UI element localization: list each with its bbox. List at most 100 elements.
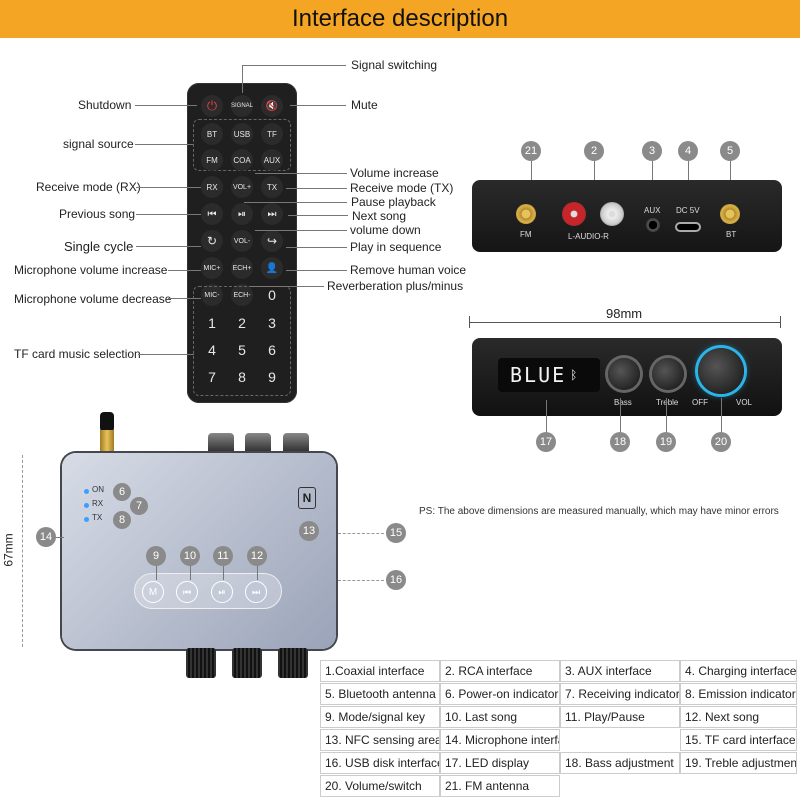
- next-key[interactable]: ⏭: [245, 581, 267, 603]
- fm-antenna-port: [516, 204, 536, 224]
- dimension-width-label: 98mm: [606, 306, 643, 321]
- cycle-button: ↻: [201, 230, 223, 252]
- leader-line: [338, 533, 384, 534]
- volume-knob[interactable]: [698, 348, 744, 394]
- bass-knob[interactable]: [608, 358, 640, 390]
- led-display: BLUE ᛒ: [498, 358, 600, 392]
- legend-cell: 11. Play/Pause: [560, 706, 680, 728]
- legend-cell: 10. Last song: [440, 706, 560, 728]
- rca-left-port: [562, 202, 586, 226]
- leader-line: [136, 214, 201, 215]
- num-8-button: 8: [238, 369, 246, 385]
- leader-line: [546, 400, 547, 432]
- antenna-tip: [100, 412, 114, 432]
- bluetooth-icon: ᛒ: [570, 368, 580, 382]
- leader-line: [223, 566, 224, 580]
- badge-9: 9: [146, 546, 166, 566]
- leader-line: [136, 246, 201, 247]
- legend-cell: 1.Coaxial interface: [320, 660, 440, 682]
- leader-line: [56, 537, 64, 538]
- leader-line: [721, 398, 722, 432]
- leader-line: [338, 580, 384, 581]
- legend-cell: [680, 775, 797, 797]
- legend-cell: 15. TF card interface: [680, 729, 797, 751]
- bt-antenna-port: [720, 204, 740, 224]
- leader-line: [242, 65, 346, 66]
- leader-line: [620, 398, 621, 432]
- legend-cell: 17. LED display: [440, 752, 560, 774]
- aux-port: [646, 218, 660, 232]
- rca-top: [283, 433, 309, 455]
- num-1-button: 1: [208, 315, 216, 331]
- leader-line: [286, 188, 347, 189]
- legend-cell: 14. Microphone interface: [440, 729, 560, 751]
- legend-cell: 18. Bass adjustment: [560, 752, 680, 774]
- callout-mic-up: Microphone volume increase: [14, 263, 168, 277]
- leader-line: [190, 566, 191, 580]
- dimension-tick: [780, 316, 781, 328]
- knob-bottom: [232, 648, 262, 678]
- rca-right-port: [600, 202, 624, 226]
- badge-6: 6: [113, 483, 131, 501]
- mode-key[interactable]: M: [142, 581, 164, 603]
- prev-key[interactable]: ⏮: [176, 581, 198, 603]
- badge-11: 11: [213, 546, 233, 566]
- leader-line: [255, 173, 347, 174]
- callout-pause: Pause playback: [351, 195, 436, 209]
- badge-5: 5: [720, 141, 740, 161]
- legend-cell: 19. Treble adjustment: [680, 752, 797, 774]
- off-label: OFF: [692, 398, 708, 407]
- signal-button: SIGNAL: [231, 95, 253, 117]
- legend-cell: 21. FM antenna: [440, 775, 560, 797]
- num-2-button: 2: [238, 315, 246, 331]
- badge-8: 8: [113, 511, 131, 529]
- rca-top: [208, 433, 234, 455]
- legend-cell: 9. Mode/signal key: [320, 706, 440, 728]
- legend-cell: [560, 729, 680, 751]
- antenna-base: [100, 430, 114, 454]
- num-7-button: 7: [208, 369, 216, 385]
- bass-label: Bass: [614, 398, 632, 407]
- sequence-button: ↪: [261, 230, 283, 252]
- led-rx-label: RX: [92, 499, 104, 508]
- badge-20: 20: [711, 432, 731, 452]
- callout-volume-increase: Volume increase: [350, 166, 439, 180]
- usb-c-port: [675, 222, 701, 232]
- tx-button: TX: [261, 176, 283, 198]
- callout-tf-music: TF card music selection: [14, 347, 141, 361]
- leader-line: [290, 105, 346, 106]
- power-button: ⏻: [201, 95, 223, 117]
- badge-18: 18: [610, 432, 630, 452]
- badge-7: 7: [130, 497, 148, 515]
- dc-port-label: DC 5V: [676, 206, 700, 215]
- callout-previous: Previous song: [59, 207, 136, 221]
- callout-mute: Mute: [351, 98, 378, 112]
- play-key[interactable]: ⏯: [211, 581, 233, 603]
- rx-button: RX: [201, 176, 223, 198]
- legend-cell: [560, 775, 680, 797]
- legend-cell: 3. AUX interface: [560, 660, 680, 682]
- knob-bottom: [186, 648, 216, 678]
- treble-knob[interactable]: [652, 358, 684, 390]
- leader-line: [666, 398, 667, 432]
- legend-cell: 5. Bluetooth antenna: [320, 683, 440, 705]
- knob-bottom: [278, 648, 308, 678]
- callout-single-cycle: Single cycle: [64, 239, 134, 254]
- badge-2: 2: [584, 141, 604, 161]
- dimension-note: PS: The above dimensions are measured ma…: [419, 506, 779, 517]
- number-group: [193, 286, 291, 396]
- leader-line: [250, 286, 324, 287]
- callout-sequence: Play in sequence: [350, 240, 442, 254]
- title-bar: Interface description: [0, 0, 800, 38]
- leader-line: [257, 566, 258, 580]
- num-9-button: 9: [268, 369, 276, 385]
- remote-control: ⏻ SIGNAL 🔇 BT USB TF FM COA AUX RX VOL+ …: [187, 83, 297, 403]
- num-4-button: 4: [208, 342, 216, 358]
- page-title: Interface description: [291, 5, 509, 32]
- next-button: ⏭: [261, 203, 283, 225]
- callout-reverb: Reverberation plus/minus: [327, 279, 464, 293]
- leader-line: [255, 230, 347, 231]
- callout-receive-rx: Receive mode (RX): [36, 180, 141, 194]
- led-tx-label: TX: [92, 513, 103, 522]
- led-rx: [84, 503, 89, 508]
